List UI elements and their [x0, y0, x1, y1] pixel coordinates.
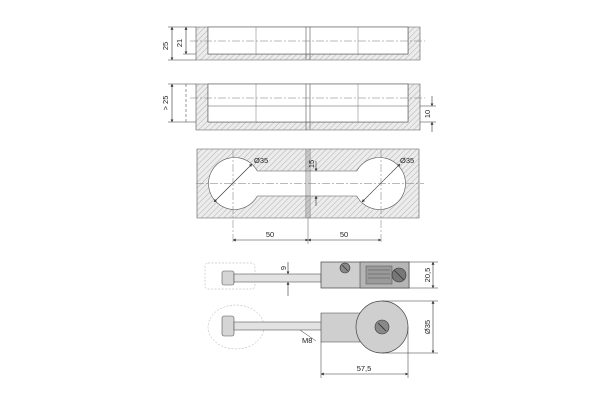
height-21-label: 21: [175, 39, 184, 47]
length-label: 57,5: [357, 364, 372, 373]
bolt-head: [221, 270, 235, 286]
bolt-shaft: [233, 273, 322, 283]
middle-section-view: > 25 10: [161, 83, 436, 132]
height-over-25-label: > 25: [161, 96, 170, 111]
distance-right-label: 50: [340, 230, 348, 239]
top-section-view: 25 21: [161, 26, 425, 61]
side-view: 9 20,5: [204, 261, 438, 296]
front-bolt-head: [221, 315, 235, 337]
front-bolt-shaft: [233, 321, 325, 331]
front-view: M8 Ø35 57,5: [207, 300, 438, 378]
plan-view: Ø35 Ø35 15 50 50: [196, 148, 424, 244]
thread-label: M8: [302, 336, 312, 345]
height-20-5-label: 20,5: [423, 268, 432, 283]
top-section-hole: [207, 26, 409, 55]
diameter-right-dimension: [361, 163, 401, 203]
slot-width-label: 15: [307, 160, 316, 168]
middle-section-hole: [207, 83, 409, 123]
diameter-left-dimension: [213, 163, 253, 203]
offset-label: 9: [279, 266, 288, 270]
distance-left-label: 50: [266, 230, 274, 239]
cam-arm: [320, 312, 361, 343]
diameter-right-label: Ø35: [400, 156, 414, 165]
side-ghost-part: [204, 262, 256, 290]
height-10-label: 10: [423, 110, 432, 118]
height-25-label: 25: [161, 42, 170, 50]
diameter-left-label: Ø35: [254, 156, 268, 165]
cam-diameter-label: Ø35: [423, 320, 432, 334]
